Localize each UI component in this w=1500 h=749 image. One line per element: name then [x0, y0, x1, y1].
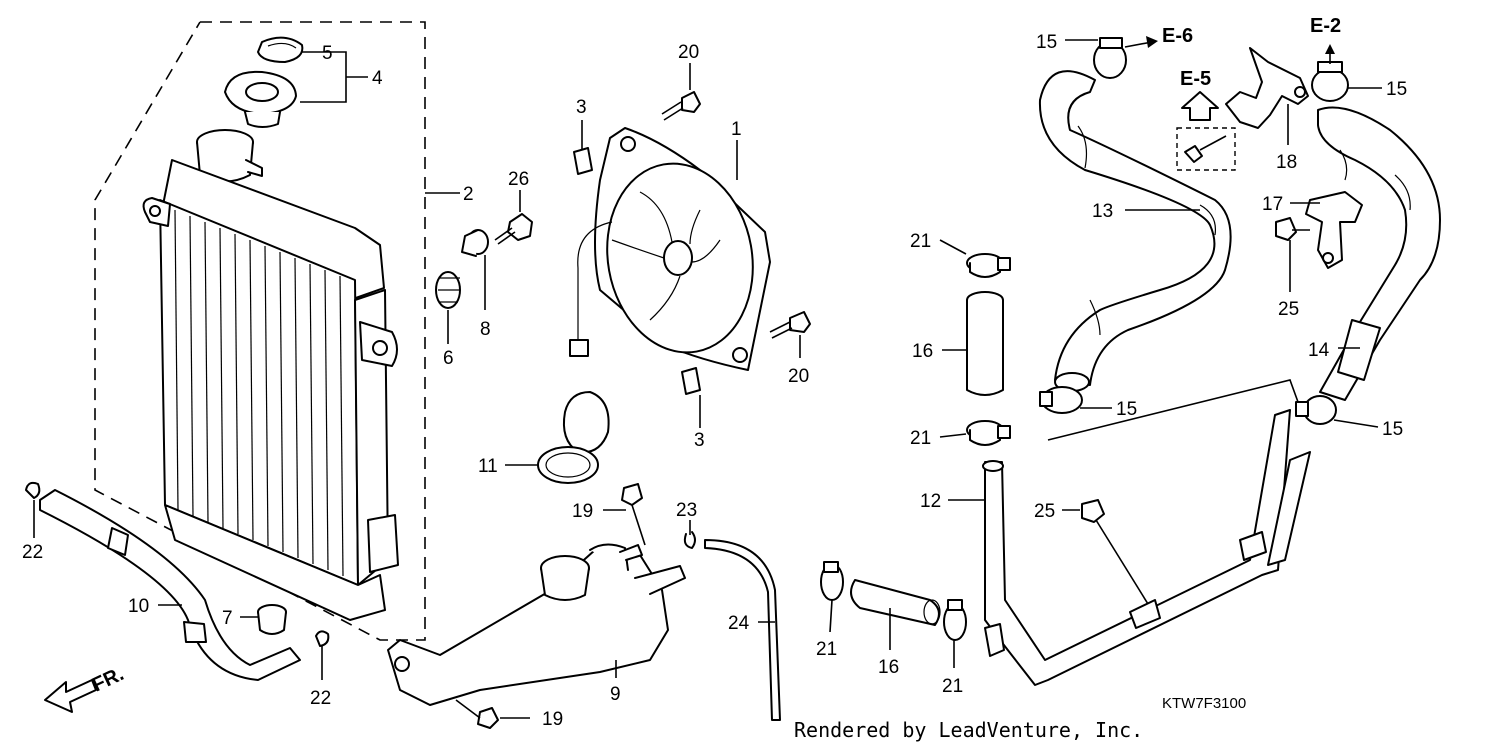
reference-e2[interactable]: E-2 — [1310, 15, 1341, 37]
part-19-bolt-lower[interactable] — [455, 699, 499, 729]
callout-26[interactable]: 26 — [508, 169, 529, 190]
reference-e5[interactable]: E-5 — [1180, 68, 1211, 90]
callout-10[interactable]: 10 — [128, 596, 149, 617]
callout-2[interactable]: 2 — [463, 184, 474, 205]
callout-20-upper[interactable]: 20 — [678, 42, 699, 63]
part-22-clip-right[interactable] — [315, 630, 330, 647]
callout-15-c[interactable]: 15 — [1116, 399, 1137, 420]
part-15-clamp-a[interactable] — [1093, 37, 1127, 79]
callout-25-lower[interactable]: 25 — [1034, 501, 1055, 522]
callout-7[interactable]: 7 — [222, 608, 233, 629]
reference-e6[interactable]: E-6 — [1162, 25, 1193, 47]
callout-22-right[interactable]: 22 — [310, 688, 331, 709]
part-20-bolt-upper[interactable] — [661, 91, 701, 121]
callout-11[interactable]: 11 — [478, 456, 498, 477]
callout-19-lower[interactable]: 19 — [542, 709, 563, 730]
part-6-grommet[interactable] — [435, 271, 461, 309]
callout-3-lower[interactable]: 3 — [694, 430, 705, 451]
part-23-clip[interactable] — [683, 531, 696, 549]
callout-23[interactable]: 23 — [676, 500, 697, 521]
part-21-clamp-c[interactable] — [820, 561, 844, 601]
part-3-clip-upper[interactable] — [573, 147, 593, 175]
part-14-hose[interactable] — [1317, 106, 1441, 401]
part-24-overflow-tube[interactable] — [704, 539, 781, 721]
callout-21-c[interactable]: 21 — [816, 639, 837, 660]
leader-lines — [33, 39, 1382, 719]
arrow-e6 — [1124, 36, 1158, 48]
callout-20-lower[interactable]: 20 — [788, 366, 809, 387]
callout-labels: 5 4 2 26 8 6 20 3 1 20 3 11 19 23 24 9 1… — [22, 32, 1407, 730]
diagram-part-code: KTW7F3100 — [1162, 695, 1247, 712]
callout-16-lower[interactable]: 16 — [878, 657, 899, 678]
credit-footer: Rendered by LeadVenture, Inc. — [794, 718, 1144, 742]
part-10-hose[interactable] — [39, 489, 301, 681]
callout-15-b[interactable]: 15 — [1386, 79, 1407, 100]
callout-22-left[interactable]: 22 — [22, 542, 43, 563]
callout-12[interactable]: 12 — [920, 491, 941, 512]
part-21-clamp-d[interactable] — [943, 599, 967, 641]
part-4-radiator-cap[interactable] — [224, 70, 297, 128]
callout-6[interactable]: 6 — [443, 348, 454, 369]
callout-21-a[interactable]: 21 — [910, 231, 931, 252]
callout-18[interactable]: 18 — [1276, 152, 1297, 173]
callout-19-upper[interactable]: 19 — [572, 501, 593, 522]
callout-24[interactable]: 24 — [728, 613, 750, 634]
callout-5[interactable]: 5 — [322, 43, 333, 64]
part-17-bracket[interactable] — [1305, 191, 1363, 269]
callout-1[interactable]: 1 — [731, 119, 742, 140]
part-1-cooling-fan[interactable] — [569, 127, 771, 371]
callout-21-b[interactable]: 21 — [910, 428, 931, 449]
part-21-clamp-b[interactable] — [966, 420, 1011, 446]
callout-8[interactable]: 8 — [480, 319, 491, 340]
part-16-hose-lower[interactable] — [850, 579, 941, 626]
callout-16-upper[interactable]: 16 — [912, 341, 933, 362]
part-3-clip-lower[interactable] — [681, 367, 701, 395]
callout-14[interactable]: 14 — [1308, 340, 1330, 361]
part-5-o-ring[interactable] — [257, 36, 304, 63]
part-21-clamp-a[interactable] — [966, 253, 1011, 278]
connection-line — [1047, 379, 1299, 441]
callout-25-upper[interactable]: 25 — [1278, 299, 1299, 320]
part-15-clamp-c[interactable] — [1039, 386, 1083, 414]
callout-21-d[interactable]: 21 — [942, 676, 963, 697]
part-20-bolt-lower[interactable] — [769, 311, 811, 339]
part-18-bracket[interactable] — [1225, 47, 1309, 129]
radiator-group-outline — [94, 21, 426, 641]
callout-17[interactable]: 17 — [1262, 194, 1283, 215]
part-16-hose-upper[interactable] — [966, 291, 1004, 396]
part-25-bolt-upper[interactable] — [1275, 217, 1310, 241]
e5-bolt-reference-box — [1176, 91, 1236, 171]
callout-9[interactable]: 9 — [610, 684, 621, 705]
part-9-reserve-tank[interactable] — [387, 543, 686, 706]
part-15-clamp-b[interactable] — [1311, 61, 1349, 102]
part-13-hose[interactable] — [1038, 70, 1232, 392]
part-2-radiator[interactable] — [142, 129, 399, 621]
part-26-bolt[interactable] — [494, 213, 533, 245]
callout-4[interactable]: 4 — [372, 68, 383, 89]
part-12-water-pipe[interactable] — [982, 409, 1311, 686]
part-15-clamp-d[interactable] — [1295, 395, 1337, 425]
arrow-e2 — [1325, 44, 1335, 64]
part-7-collar[interactable] — [257, 604, 287, 635]
callout-15-a[interactable]: 15 — [1036, 32, 1057, 53]
part-22-clip-left[interactable] — [25, 481, 41, 499]
part-11-reserve-tank-cap[interactable] — [537, 391, 610, 484]
callout-3-upper[interactable]: 3 — [576, 97, 587, 118]
callout-15-d[interactable]: 15 — [1382, 419, 1403, 440]
part-8-collar[interactable] — [461, 229, 489, 257]
front-direction-arrow: FR. — [44, 663, 127, 713]
callout-13[interactable]: 13 — [1092, 201, 1113, 222]
part-25-bolt-lower[interactable] — [1081, 499, 1149, 605]
part-19-bolt-upper[interactable] — [621, 483, 646, 546]
